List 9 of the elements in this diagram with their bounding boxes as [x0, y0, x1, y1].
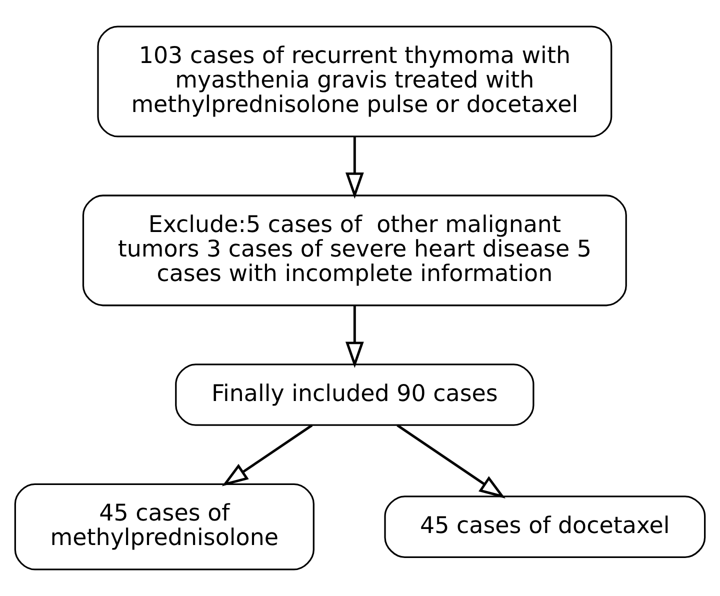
arrow: [345, 305, 364, 368]
node-box: 45 cases of docetaxel: [384, 496, 706, 558]
node-box: Exclude:5 cases of other malignant tumors 3 cases of severe heart disease 5 cases with incomplete information: [82, 194, 627, 306]
node-box: 45 cases of methylprednisolone: [14, 483, 314, 570]
node-box: Finally included 90 cases: [175, 364, 534, 426]
arrow: [396, 424, 506, 498]
node-box: 103 cases of recurrent thymoma with myasthenia gravis treated with methylprednisolone pulse or docetaxel: [97, 26, 612, 138]
arrow: [345, 136, 364, 199]
arrow: [222, 424, 313, 486]
